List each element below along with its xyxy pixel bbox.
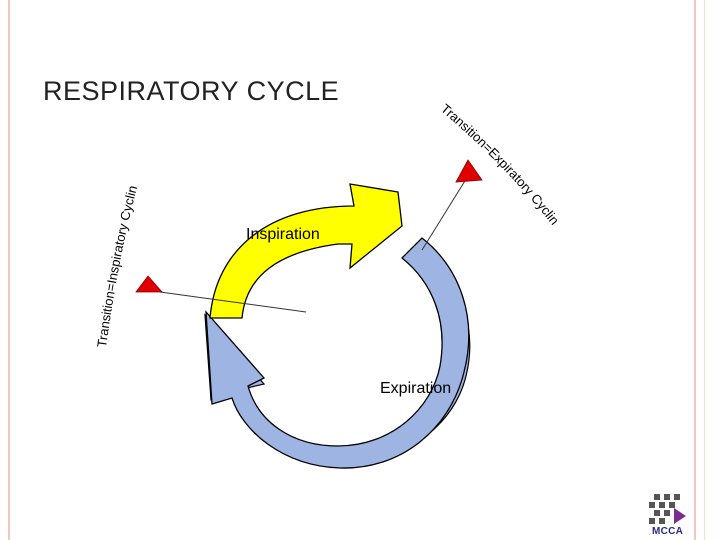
slide-border-left (8, 0, 10, 540)
inspiration-arrow (209, 183, 403, 319)
right-transition-line (421, 175, 469, 251)
logo-text: MCCA (652, 526, 684, 537)
left-transition-label: Transition=Inspiratory Cycling (0, 0, 140, 348)
right-transition-marker (455, 159, 483, 183)
inspiration-label: Inspiration (246, 226, 320, 243)
right-transition-label: Transition=Expiratory Cycling (0, 0, 562, 228)
left-transition-marker (135, 275, 163, 293)
expiration-arrow-shape (205, 237, 470, 469)
expiration-label: Expiration (380, 380, 451, 397)
slide-border-right-inner (704, 0, 705, 540)
slide-border-right (694, 0, 696, 540)
mcca-logo (649, 494, 686, 524)
slide-title: RESPIRATORY CYCLE (43, 76, 340, 106)
left-transition-line (159, 291, 307, 313)
